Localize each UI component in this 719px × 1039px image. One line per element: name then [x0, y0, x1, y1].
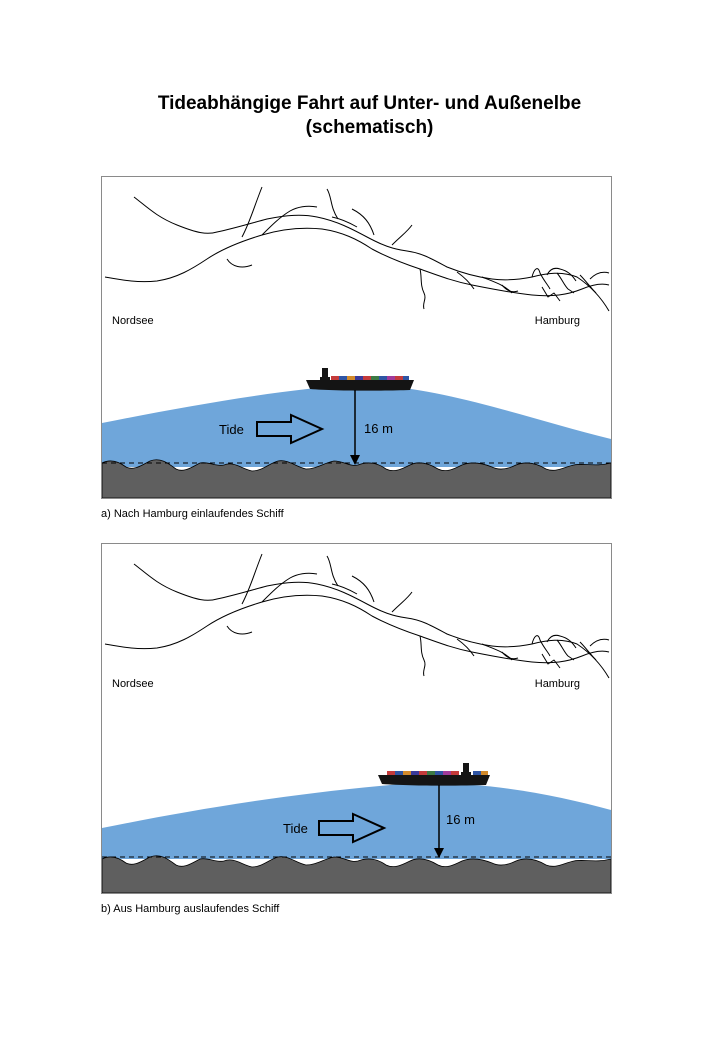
depth-arrow	[434, 785, 444, 858]
label-nordsee: Nordsee	[112, 315, 154, 327]
ship-containers	[331, 376, 409, 380]
diagram-title: Tideabhängige Fahrt auf Unter- und Außen…	[0, 92, 719, 140]
panel-b-drawing: Nordsee Hamburg	[102, 553, 611, 893]
depth-label: 16 m	[446, 812, 475, 827]
label-nordsee: Nordsee	[112, 678, 154, 690]
tide-label: Tide	[219, 422, 244, 437]
depth-label: 16 m	[364, 421, 393, 436]
tide-direction-arrow	[318, 812, 387, 844]
tide-direction-arrow	[256, 413, 325, 445]
tide-label: Tide	[283, 821, 308, 836]
label-hamburg: Hamburg	[535, 678, 580, 690]
caption-b: b) Aus Hamburg auslaufendes Schiff	[101, 903, 280, 915]
panel-a-drawing: Nordsee Hamburg	[102, 186, 611, 498]
ship-containers	[387, 771, 488, 775]
seabed	[102, 459, 611, 498]
title-line-2: (schematisch)	[305, 117, 434, 138]
label-hamburg: Hamburg	[535, 315, 580, 327]
container-ship	[306, 368, 414, 391]
caption-a: a) Nach Hamburg einlaufendes Schiff	[101, 508, 284, 520]
water-body	[102, 384, 611, 467]
panel-a: Nordsee Hamburg	[101, 176, 612, 499]
depth-arrow	[350, 390, 360, 465]
elbe-river-map	[104, 553, 610, 679]
water-body	[102, 783, 611, 859]
title-line-1: Tideabhängige Fahrt auf Unter- und Außen…	[157, 93, 582, 114]
seabed	[102, 855, 611, 893]
container-ship	[378, 763, 490, 786]
panel-b: Nordsee Hamburg	[101, 543, 612, 894]
elbe-river-map	[104, 186, 610, 312]
